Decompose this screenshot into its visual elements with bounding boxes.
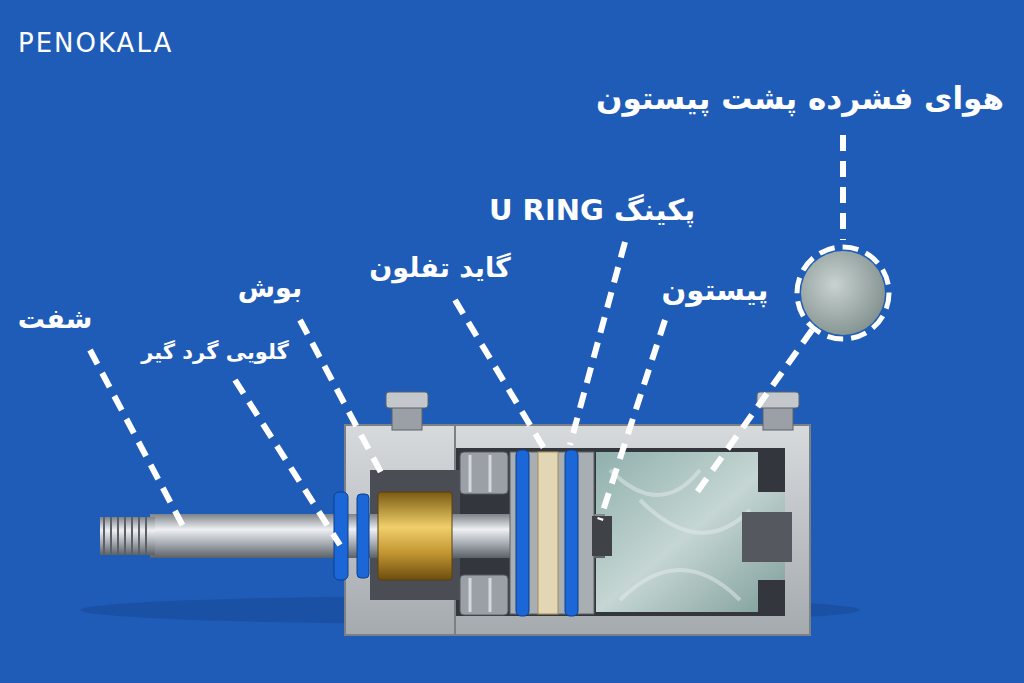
bush-label: بوش: [238, 272, 302, 304]
packing-label: پکینگ U RING: [489, 193, 695, 228]
wiper-label: گلویی گرد گیر: [141, 340, 289, 365]
guide-label: گاید تفلون: [369, 252, 511, 284]
air-label: هوای فشرده پشت پیستون: [596, 80, 1004, 117]
shaft-label: شفت: [18, 303, 93, 335]
logo-watermark: PENOKALA: [18, 28, 173, 59]
piston-label: پیستون: [661, 273, 768, 308]
